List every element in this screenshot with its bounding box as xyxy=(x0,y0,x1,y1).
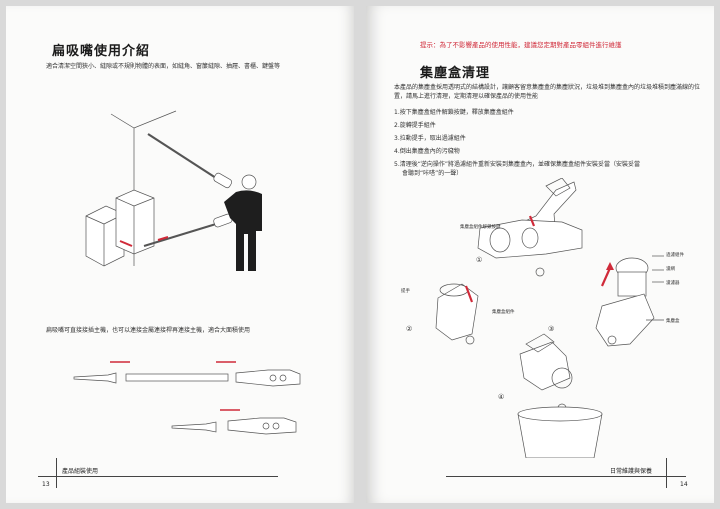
footer-rule xyxy=(38,476,278,477)
connection-text: 扁吸嘴可直接接插主機，也可以連接金屬連接桿再連接主機，適合大面積使用 xyxy=(46,327,251,334)
step-4: 4.倒出集塵盒內的污穢物 xyxy=(394,148,460,155)
footer-rule xyxy=(446,476,686,477)
crevice-usage-illustration xyxy=(85,110,262,271)
callout-dust-bin: 集塵盒 xyxy=(666,319,680,324)
step-5-continued: 會聽到“咔嗒”的一聲） xyxy=(402,170,463,177)
step-1: 1.按下集塵盒組件解鎖按鍵，釋放集塵盒組件 xyxy=(394,109,514,116)
step-2: 2.旋轉提手組件 xyxy=(394,122,436,129)
right-page: 提示：為了不影響產品的使用性能，建議您定期對產品零組件進行維護 集塵盒清理 本產… xyxy=(366,6,714,503)
footer-label: 產品組裝使用 xyxy=(62,468,99,475)
footer-label: 日常維護與保養 xyxy=(610,468,653,475)
nozzle-direct-diagram xyxy=(171,409,297,435)
callout-filter-mesh: 濾網 xyxy=(666,267,675,272)
left-page: 扁吸嘴使用介紹 適合清潔空間狹小、縫隙或不規則物體的表面，如縫角、窗簾縫隙、抽屜… xyxy=(6,6,354,503)
intro-text: 適合清潔空間狹小、縫隙或不規則物體的表面，如縫角、窗簾縫隙、抽屜、書櫃、鍵盤等 xyxy=(46,63,281,70)
section-title: 集塵盒清理 xyxy=(420,66,491,81)
footer-divider xyxy=(56,458,57,488)
step-marker-2: ② xyxy=(406,325,413,333)
callout-filter-element: 濾濾器 xyxy=(666,281,680,286)
dust-bin-cleaning-illustration xyxy=(435,178,664,458)
maintenance-tip: 提示：為了不影響產品的使用性能，建議您定期對產品零組件進行維護 xyxy=(420,41,622,49)
callout-filter-assembly: 過濾組件 xyxy=(666,253,684,258)
callout-release-button: 集塵盒組件解鎖按鍵 xyxy=(460,225,501,230)
nozzle-extension-diagram xyxy=(73,361,301,387)
page-number: 14 xyxy=(680,481,688,488)
footer-divider xyxy=(666,458,667,488)
page-number: 13 xyxy=(42,481,50,488)
step-3: 3.拉動提手，取出過濾組件 xyxy=(394,135,466,142)
section-title: 扁吸嘴使用介紹 xyxy=(52,44,151,59)
intro-text: 本產品的集塵盒採用透明式的結構設計，讓顧客留意集塵盒的集塵狀況，垃圾堆到集塵盒內… xyxy=(394,84,701,100)
callout-handle: 提手 xyxy=(401,289,410,294)
step-marker-4: ④ xyxy=(498,393,505,401)
step-5: 5.清理後“逆向操作”將過濾組件重新安裝到集塵盒內，並確保集塵盒組件安裝妥當（安… xyxy=(394,161,640,168)
step-marker-1: ① xyxy=(476,256,483,264)
step-marker-3: ③ xyxy=(548,325,555,333)
callout-dust-bin-assembly: 集塵盒組件 xyxy=(492,310,515,315)
